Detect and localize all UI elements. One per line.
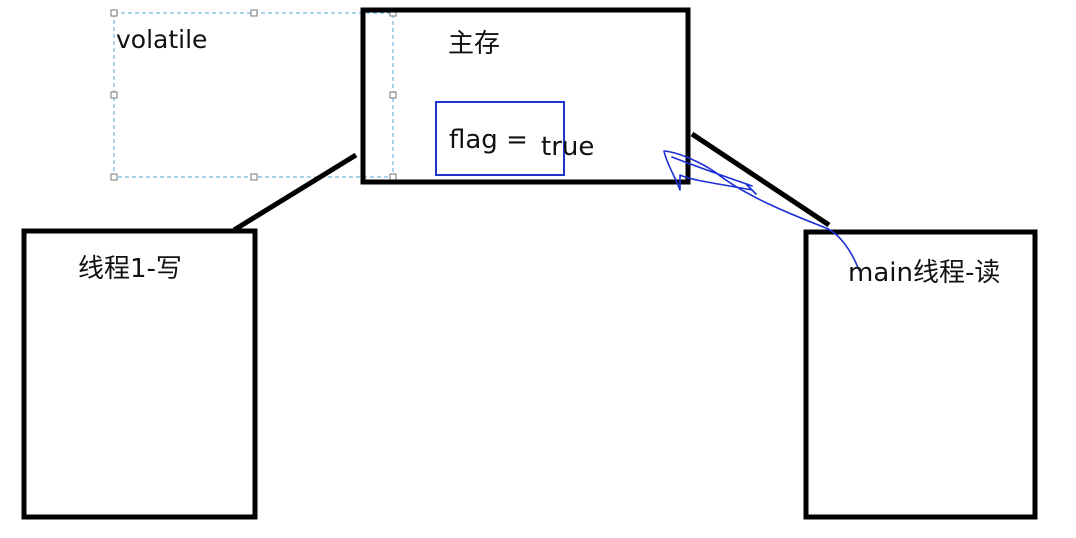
thread1-title: 线程1-写 <box>78 254 182 284</box>
flag-variable-label: flag = <box>449 125 528 155</box>
volatile-label: volatile <box>116 25 208 54</box>
connector-memory-to-main-thread <box>690 131 831 228</box>
main-memory-box <box>360 7 691 185</box>
selection-handle-middle-left[interactable] <box>110 91 118 99</box>
selection-handle-top-middle[interactable] <box>250 9 258 17</box>
main-thread-title: main线程-读 <box>848 258 1001 288</box>
selection-handle-bottom-right[interactable] <box>389 173 397 181</box>
connector-thread1-to-memory <box>232 152 358 233</box>
hand-drawn-arrow <box>663 150 860 271</box>
selection-handle-bottom-middle[interactable] <box>250 173 258 181</box>
main-memory-title: 主存 <box>448 29 501 59</box>
selection-handle-middle-right[interactable] <box>389 91 397 99</box>
selection-handle-top-left[interactable] <box>110 9 118 17</box>
main-thread-box <box>803 229 1038 520</box>
selection-handle-bottom-left[interactable] <box>110 173 118 181</box>
flag-value-label: true <box>541 132 595 162</box>
thread1-box <box>21 228 258 520</box>
flag-variable-box <box>435 101 565 176</box>
